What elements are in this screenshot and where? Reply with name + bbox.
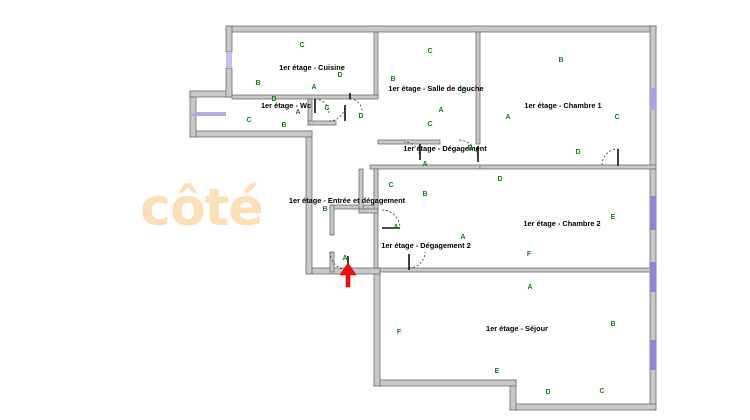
wall-marker: B [281,122,286,129]
wall-marker: C [246,117,251,124]
wall-marker: F [527,251,532,258]
room-label-chambre-1: 1er étage - Chambre 1 [524,101,601,110]
wall-marker: A [295,109,300,116]
wall-marker: A [311,84,316,91]
wall-marker: A [393,224,398,231]
wall-marker: D [271,96,276,103]
room-labels-layer: 1er étage - Cuisine 1er étage - Wc 1er é… [261,63,602,333]
wall-marker: B [390,76,395,83]
room-label-salle-douche: 1er étage - Salle de douche [388,84,483,93]
room-label-entree: 1er étage - Entrée et dégagement [289,196,406,205]
room-label-degagement-2: 1er étage - Dégagement 2 [381,241,471,250]
wall-marker: B [422,191,427,198]
wall-marker: B [610,321,615,328]
wall-marker: E [495,368,500,375]
wall-marker: A [527,284,532,291]
wall-marker: B [255,80,260,87]
wall-marker: B [467,145,472,152]
up-arrow-icon [339,262,357,288]
wall-marker: B [558,57,563,64]
wall-marker: A [342,255,347,262]
wall-marker: F [397,329,402,336]
wall-marker: D [358,113,363,120]
wall-marker: B [322,206,327,213]
wall-marker: A [438,107,443,114]
wall-marker: C [324,105,329,112]
wall-marker: C [427,121,432,128]
wall-marker: D [461,88,466,95]
wall-marker: D [575,149,580,156]
wall-marker: C [427,48,432,55]
wall-marker: C [614,114,619,121]
wall-marker: A [505,114,510,121]
wall-marker: E [611,214,616,221]
wall-marker: C [599,388,604,395]
door-swings-layer [314,93,619,271]
room-label-chambre-2: 1er étage - Chambre 2 [523,219,600,228]
wall-marker: D [545,389,550,396]
wall-marker: A [422,161,427,168]
wall-marker: D [337,72,342,79]
wall-marker: A [460,234,465,241]
watermark-logo: côté [140,178,264,238]
wall-marker: C [299,42,304,49]
room-label-sejour: 1er étage - Séjour [486,324,548,333]
room-label-degagement: 1er étage - Dégagement [403,144,487,153]
room-label-wc: 1er étage - Wc [261,101,311,110]
windows-layer [190,52,656,370]
room-label-cuisine: 1er étage - Cuisine [279,63,345,72]
wall-marker: D [497,176,502,183]
wall-marker: C [388,182,393,189]
